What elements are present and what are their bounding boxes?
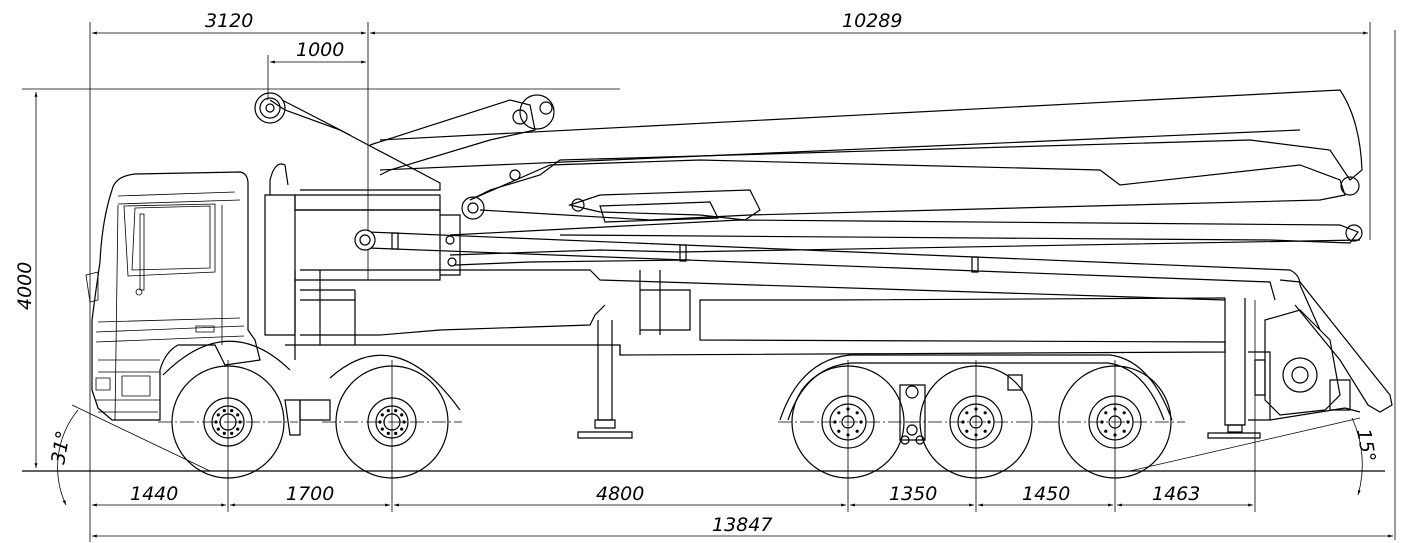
dim-1000: 1000 xyxy=(296,39,344,61)
angle-15: 15° xyxy=(1352,427,1380,464)
bottom-dimension-lines xyxy=(89,30,1396,542)
wheel-bolt xyxy=(386,431,390,435)
boom xyxy=(369,89,1363,267)
wheel-bolt xyxy=(837,411,841,415)
wheel-bolt xyxy=(961,420,965,424)
wheel-bolt xyxy=(855,411,859,415)
wheel-bolt xyxy=(380,413,384,417)
dim-1700: 1700 xyxy=(286,483,334,505)
dim-10289: 10289 xyxy=(842,10,902,32)
wheel-bolt xyxy=(987,420,991,424)
wheel-bolt xyxy=(216,413,220,417)
wheel-bolt xyxy=(394,409,398,413)
wheel-bolt xyxy=(837,429,841,433)
wheel-bolt xyxy=(974,433,978,437)
wheel-bolt xyxy=(855,429,859,433)
wheel-bolt xyxy=(236,413,240,417)
wheel-bolt xyxy=(222,431,226,435)
wheel-bolt xyxy=(378,420,382,424)
wheel-bolt xyxy=(1122,429,1126,433)
wheel-bolt xyxy=(400,413,404,417)
wheel-bolt xyxy=(402,420,406,424)
height-dimension xyxy=(22,88,620,468)
dim-3120: 3120 xyxy=(205,10,253,32)
dim-1350: 1350 xyxy=(889,483,937,505)
wheel-bolt xyxy=(380,427,384,431)
dim-1463: 1463 xyxy=(1152,483,1200,505)
dim-4800: 4800 xyxy=(596,483,644,505)
turret-column xyxy=(254,92,461,336)
wheel-3 xyxy=(778,365,918,479)
wheel-bolt xyxy=(1100,420,1104,424)
truck-cab xyxy=(85,171,261,421)
top-dimension-lines xyxy=(89,22,1371,470)
wheel-bolt xyxy=(983,411,987,415)
departure-angle xyxy=(1129,417,1363,496)
wheel-bolt xyxy=(965,429,969,433)
wheel-bolt xyxy=(983,429,987,433)
wheel-bolt xyxy=(1122,411,1126,415)
wheel-bolt xyxy=(214,420,218,424)
wheel-bolt xyxy=(230,409,234,413)
dim-4000: 4000 xyxy=(14,262,36,310)
wheel-bolt xyxy=(1113,433,1117,437)
wheel-bolt xyxy=(1113,407,1117,411)
outriggers xyxy=(577,320,1261,439)
wheel-bolt xyxy=(1104,429,1108,433)
wheel-bolt xyxy=(859,420,863,424)
wheel-bolt xyxy=(1126,420,1130,424)
wheel-bolt xyxy=(965,411,969,415)
wheel-bolt xyxy=(833,420,837,424)
wheel-4 xyxy=(906,365,1046,479)
pipeline xyxy=(354,229,1393,413)
dim-1450: 1450 xyxy=(1022,483,1070,505)
dim-1440: 1440 xyxy=(130,483,178,505)
wheel-bolt xyxy=(400,427,404,431)
fenders xyxy=(162,340,1173,421)
rear-suspension xyxy=(284,374,1023,445)
wheel-bolt xyxy=(230,431,234,435)
pump-unit xyxy=(1224,298,1361,426)
wheel-5 xyxy=(1045,365,1185,479)
dim-13847: 13847 xyxy=(712,514,772,536)
wheel-bolt xyxy=(1104,411,1108,415)
wheel-bolt xyxy=(238,420,242,424)
chassis-frame xyxy=(285,269,1226,360)
wheel-bolt xyxy=(974,407,978,411)
wheel-bolt xyxy=(216,427,220,431)
wheel-bolt xyxy=(394,431,398,435)
wheel-bolt xyxy=(846,433,850,437)
wheel-bolt xyxy=(222,409,226,413)
wheel-bolt xyxy=(386,409,390,413)
wheel-bolt xyxy=(236,427,240,431)
wheel-bolt xyxy=(846,407,850,411)
wheel-2 xyxy=(322,365,462,479)
angle-31: 31° xyxy=(47,429,75,466)
wheel-1 xyxy=(158,365,298,479)
